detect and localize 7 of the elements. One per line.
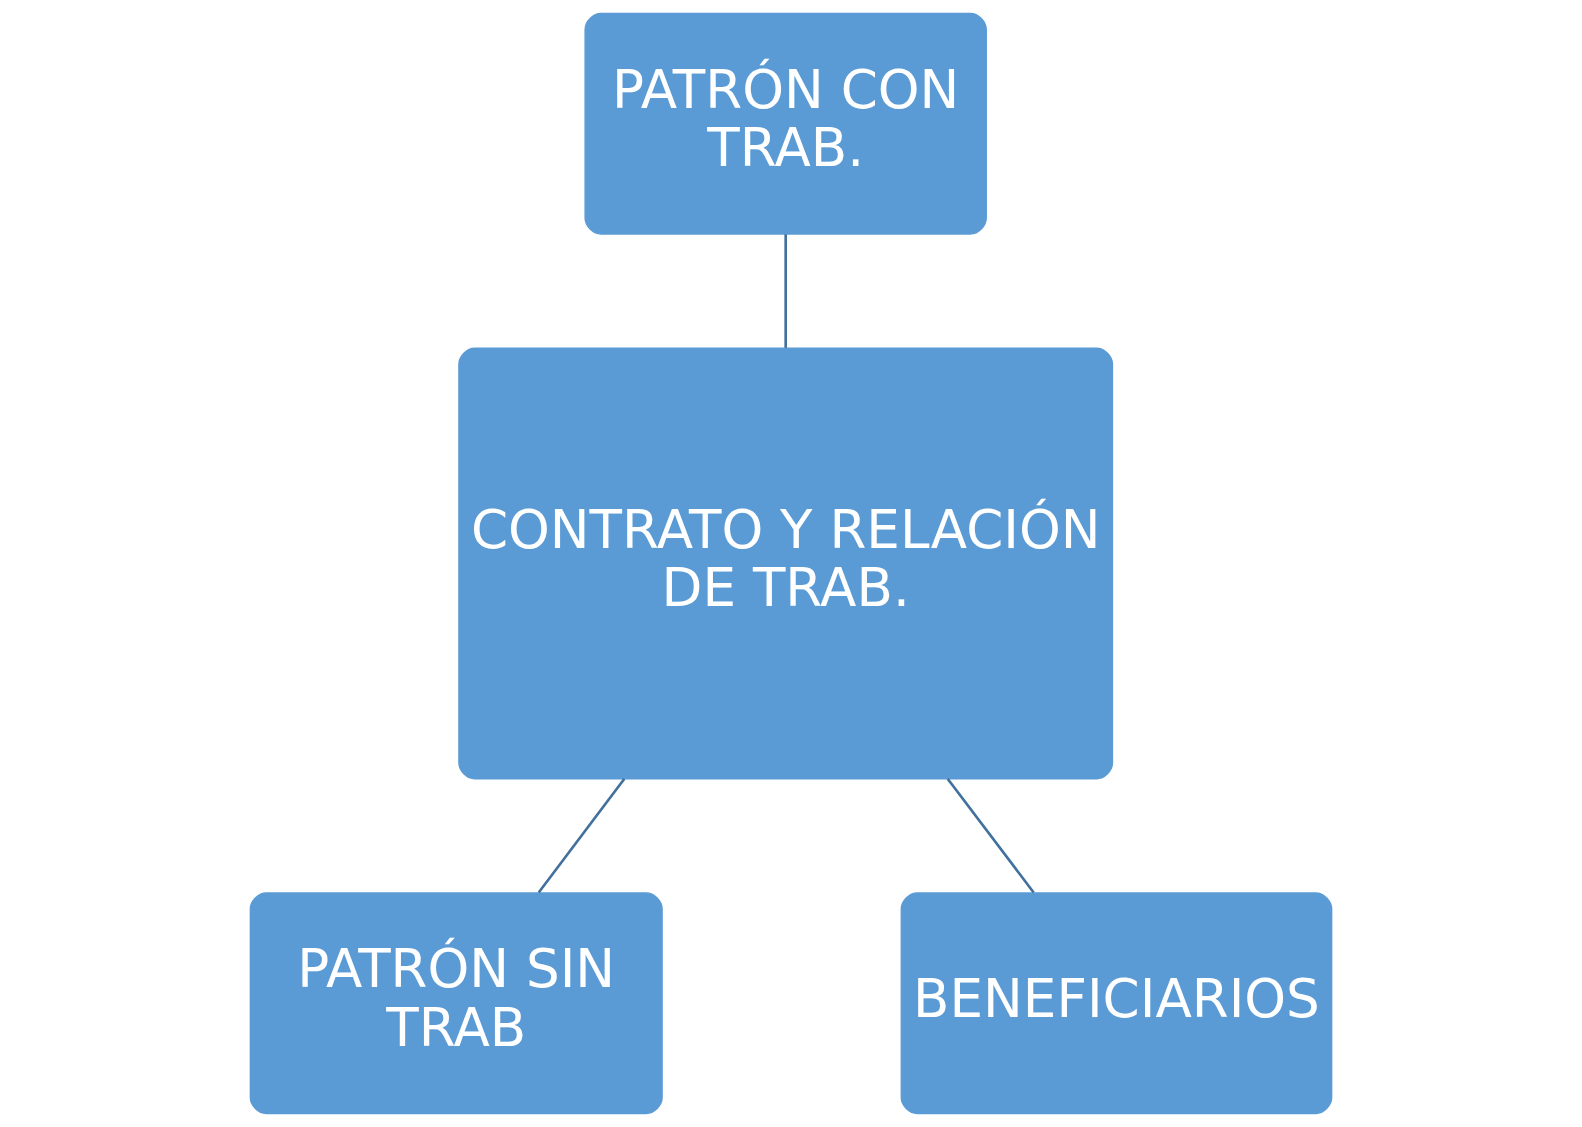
- node-box: PATRÓN SIN TRAB: [249, 892, 663, 1115]
- connector: [946, 778, 1035, 894]
- node-box: PATRÓN CON TRAB.: [584, 12, 987, 235]
- node-box: BENEFICIARIOS: [900, 892, 1333, 1115]
- connector: [537, 778, 626, 894]
- connector: [784, 234, 788, 348]
- node-box: CONTRATO Y RELACIÓN DE TRAB.: [458, 347, 1114, 780]
